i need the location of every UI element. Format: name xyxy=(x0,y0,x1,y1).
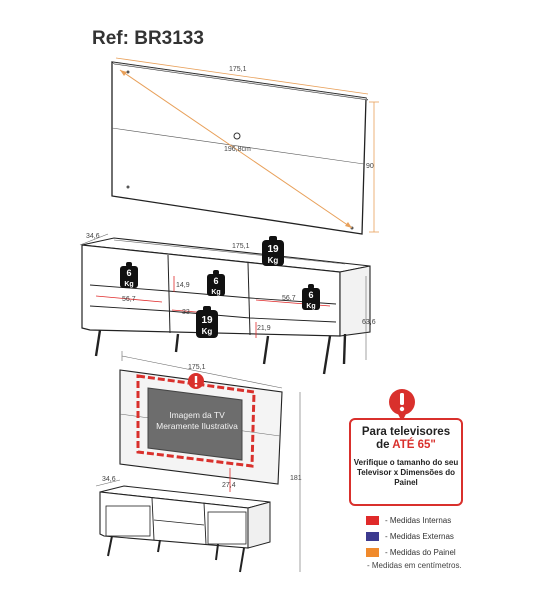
svg-text:6: 6 xyxy=(308,290,313,300)
svg-text:Kg: Kg xyxy=(306,303,315,310)
legend-panel: - Medidas do Painel xyxy=(366,546,456,558)
warning-icon xyxy=(188,373,204,389)
load-badge: 6 Kg xyxy=(302,284,320,310)
alert-icon xyxy=(389,389,415,422)
load-badge: 19 Kg xyxy=(262,236,284,266)
niche-height-1-label: 14,9 xyxy=(176,282,190,289)
svg-text:6: 6 xyxy=(126,268,131,278)
panel-diagonal-label: 196,8cm xyxy=(224,146,251,153)
panel-width-label: 175,1 xyxy=(229,66,247,73)
warning-body: Verifique o tamanho do seu Televisor x D… xyxy=(353,458,459,487)
niche-left-label: 56,7 xyxy=(122,296,136,303)
tv-illustrative-text: Imagem da TV Meramente Ilustrativa xyxy=(156,410,238,431)
assembly-gap-label: 27,4 xyxy=(222,482,236,489)
legend-internal: - Medidas Internas xyxy=(366,514,451,526)
svg-text:19: 19 xyxy=(267,244,279,255)
load-badge: 6 Kg xyxy=(120,262,138,288)
legend-swatch xyxy=(366,547,379,557)
legend-swatch xyxy=(366,531,379,541)
warning-callout: Para televisores de ATÉ 65" Verifique o … xyxy=(349,418,463,506)
svg-text:Kg: Kg xyxy=(202,327,213,336)
svg-text:Kg: Kg xyxy=(211,289,220,296)
rack-width-label: 175,1 xyxy=(232,243,250,250)
rack-drawing: 175,1 34,6 63,6 56,7 56,7 14,9 33 21,9 xyxy=(79,233,376,375)
assembly-depth-label: 34,6 xyxy=(102,476,116,483)
warning-highlight: ATÉ 65" xyxy=(392,439,436,451)
load-badge: 19 Kg xyxy=(196,306,218,338)
legend-swatch xyxy=(366,515,379,525)
assembly-drawing: 175,1 181 27,4 34,6 xyxy=(95,351,302,573)
svg-text:19: 19 xyxy=(201,315,213,326)
niche-width-2-label: 33 xyxy=(182,309,190,316)
panel-height-label: 90 xyxy=(366,163,374,170)
reference-code: Ref: BR3133 xyxy=(92,28,204,49)
legend-external: - Medidas Externas xyxy=(366,530,454,542)
panel-drawing: 196,8cm 175,1 90 xyxy=(111,57,379,235)
load-badge: 6 Kg xyxy=(207,270,225,296)
svg-text:6: 6 xyxy=(213,276,218,286)
rack-depth-label: 34,6 xyxy=(86,233,100,240)
niche-height-2-label: 21,9 xyxy=(257,325,271,332)
rack-height-label: 63,6 xyxy=(362,319,376,326)
units-note: - Medidas em centímetros. xyxy=(367,561,462,570)
warning-title: Para televisores de ATÉ 65" xyxy=(361,426,451,451)
svg-text:Kg: Kg xyxy=(268,256,279,265)
assembly-width-label: 175,1 xyxy=(188,364,206,371)
assembly-height-label: 181 xyxy=(290,475,302,482)
niche-right-label: 56,7 xyxy=(282,295,296,302)
svg-text:Kg: Kg xyxy=(124,281,133,288)
